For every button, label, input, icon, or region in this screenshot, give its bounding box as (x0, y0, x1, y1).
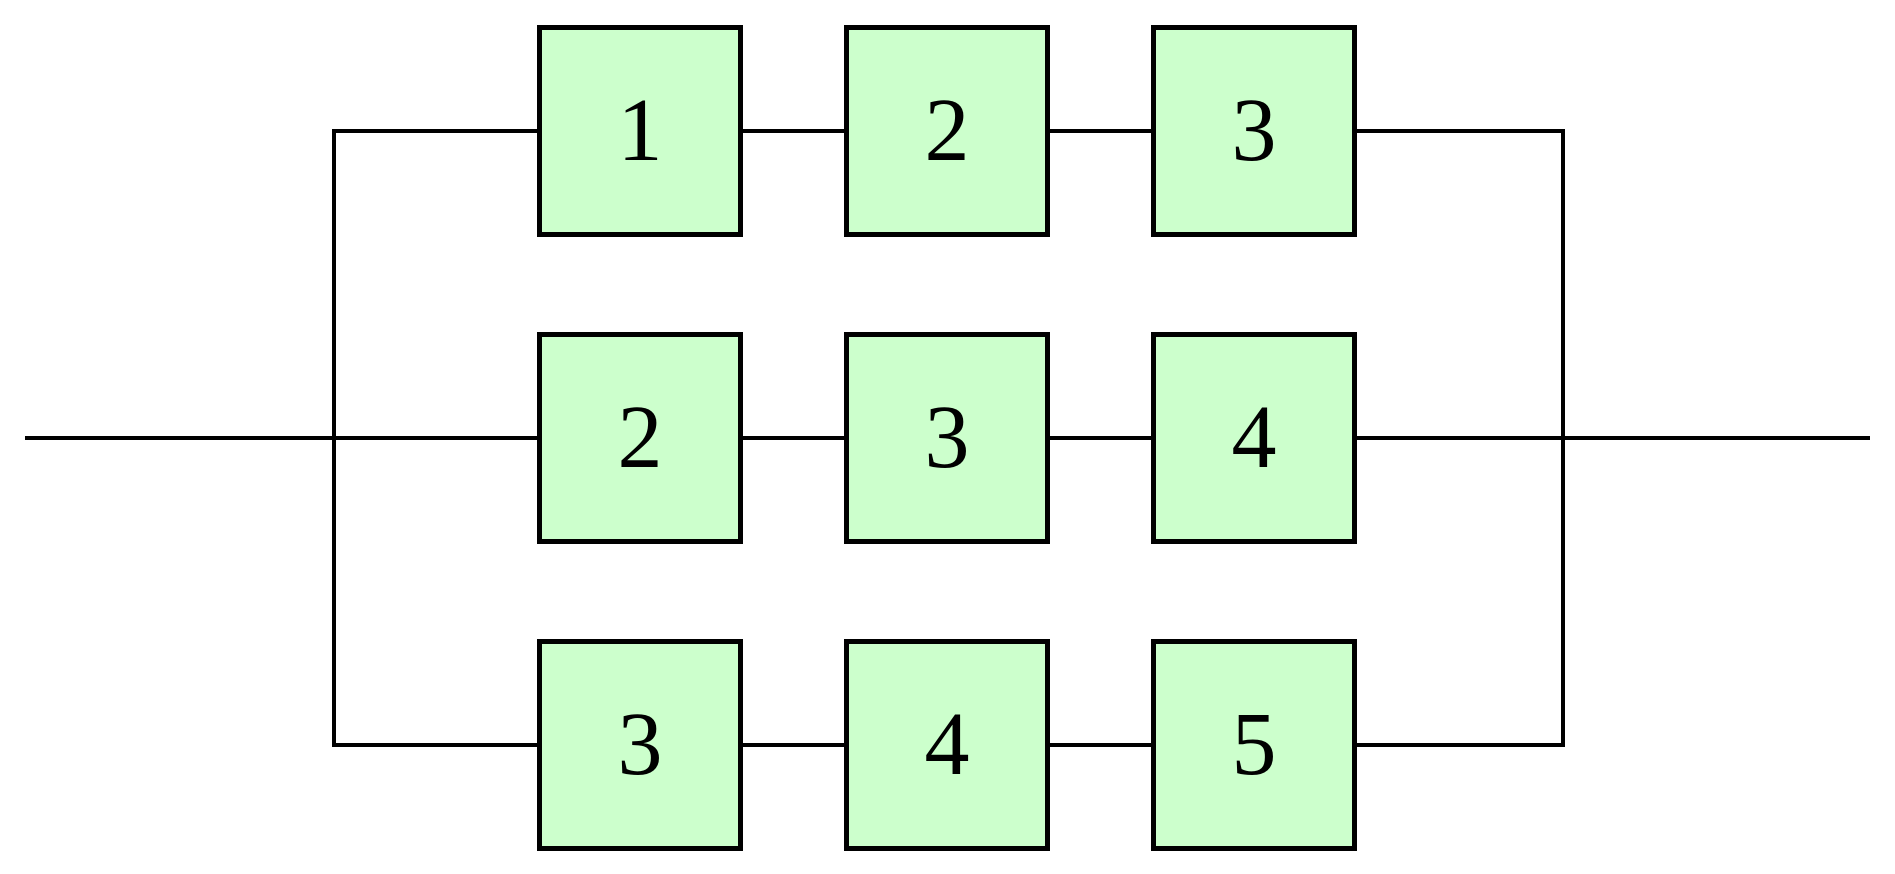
block-branch2-pos1: 2 (537, 332, 743, 544)
block-branch1-pos1: 1 (537, 25, 743, 237)
bus-bar-left (332, 129, 336, 747)
block-branch2-pos2: 3 (844, 332, 1050, 544)
block-branch2-pos3: 4 (1151, 332, 1357, 544)
block-branch3-pos3: 5 (1151, 639, 1357, 851)
block-label: 3 (1231, 81, 1277, 180)
bus-bar-right (1561, 129, 1565, 747)
block-branch1-pos2: 2 (844, 25, 1050, 237)
block-label: 3 (924, 388, 970, 487)
block-label: 5 (1231, 695, 1277, 794)
block-branch3-pos2: 4 (844, 639, 1050, 851)
block-label: 3 (617, 695, 663, 794)
block-label: 4 (924, 695, 970, 794)
block-label: 1 (617, 81, 663, 180)
block-label: 2 (924, 81, 970, 180)
block-label: 4 (1231, 388, 1277, 487)
block-branch1-pos3: 3 (1151, 25, 1357, 237)
block-branch3-pos1: 3 (537, 639, 743, 851)
block-label: 2 (617, 388, 663, 487)
